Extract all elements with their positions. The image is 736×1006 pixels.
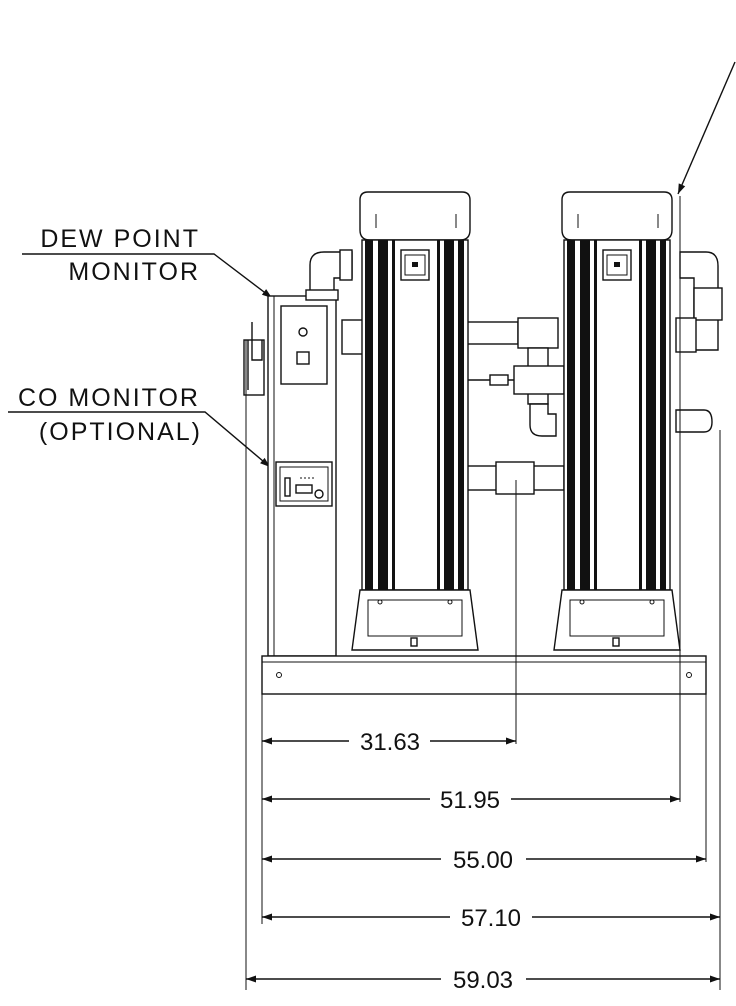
dimension-label: 55.00 [453, 847, 513, 874]
dimension-55-00: 55.00 [262, 847, 706, 874]
callout-dew-point-line1: DEW POINT [40, 225, 200, 253]
dimension-label: 51.95 [440, 787, 500, 814]
dryer-tower-left [351, 191, 479, 651]
leader-co-monitor [8, 411, 271, 468]
callout-dew-point-line2: MONITOR [68, 258, 200, 286]
leader-dew-point [22, 253, 273, 299]
callout-co-monitor-line1: CO MONITOR [18, 384, 200, 412]
skid-base [261, 655, 707, 695]
leader-top-callout [677, 61, 736, 195]
dimension-label: 57.10 [461, 905, 521, 932]
dimension-57-10: 57.10 [262, 905, 720, 932]
dimension-label: 59.03 [453, 967, 513, 994]
dryer-tower-right [553, 191, 681, 651]
dimension-59-03: 59.03 [246, 967, 720, 994]
dimension-31-63: 31.63 [262, 729, 516, 756]
dimension-51-95: 51.95 [262, 787, 680, 814]
monitor-cabinet [243, 295, 337, 657]
callout-co-monitor-line2: (OPTIONAL) [39, 418, 202, 446]
extension-lines [245, 196, 721, 990]
dimension-label: 31.63 [360, 729, 420, 756]
interconnect-piping [305, 249, 723, 495]
